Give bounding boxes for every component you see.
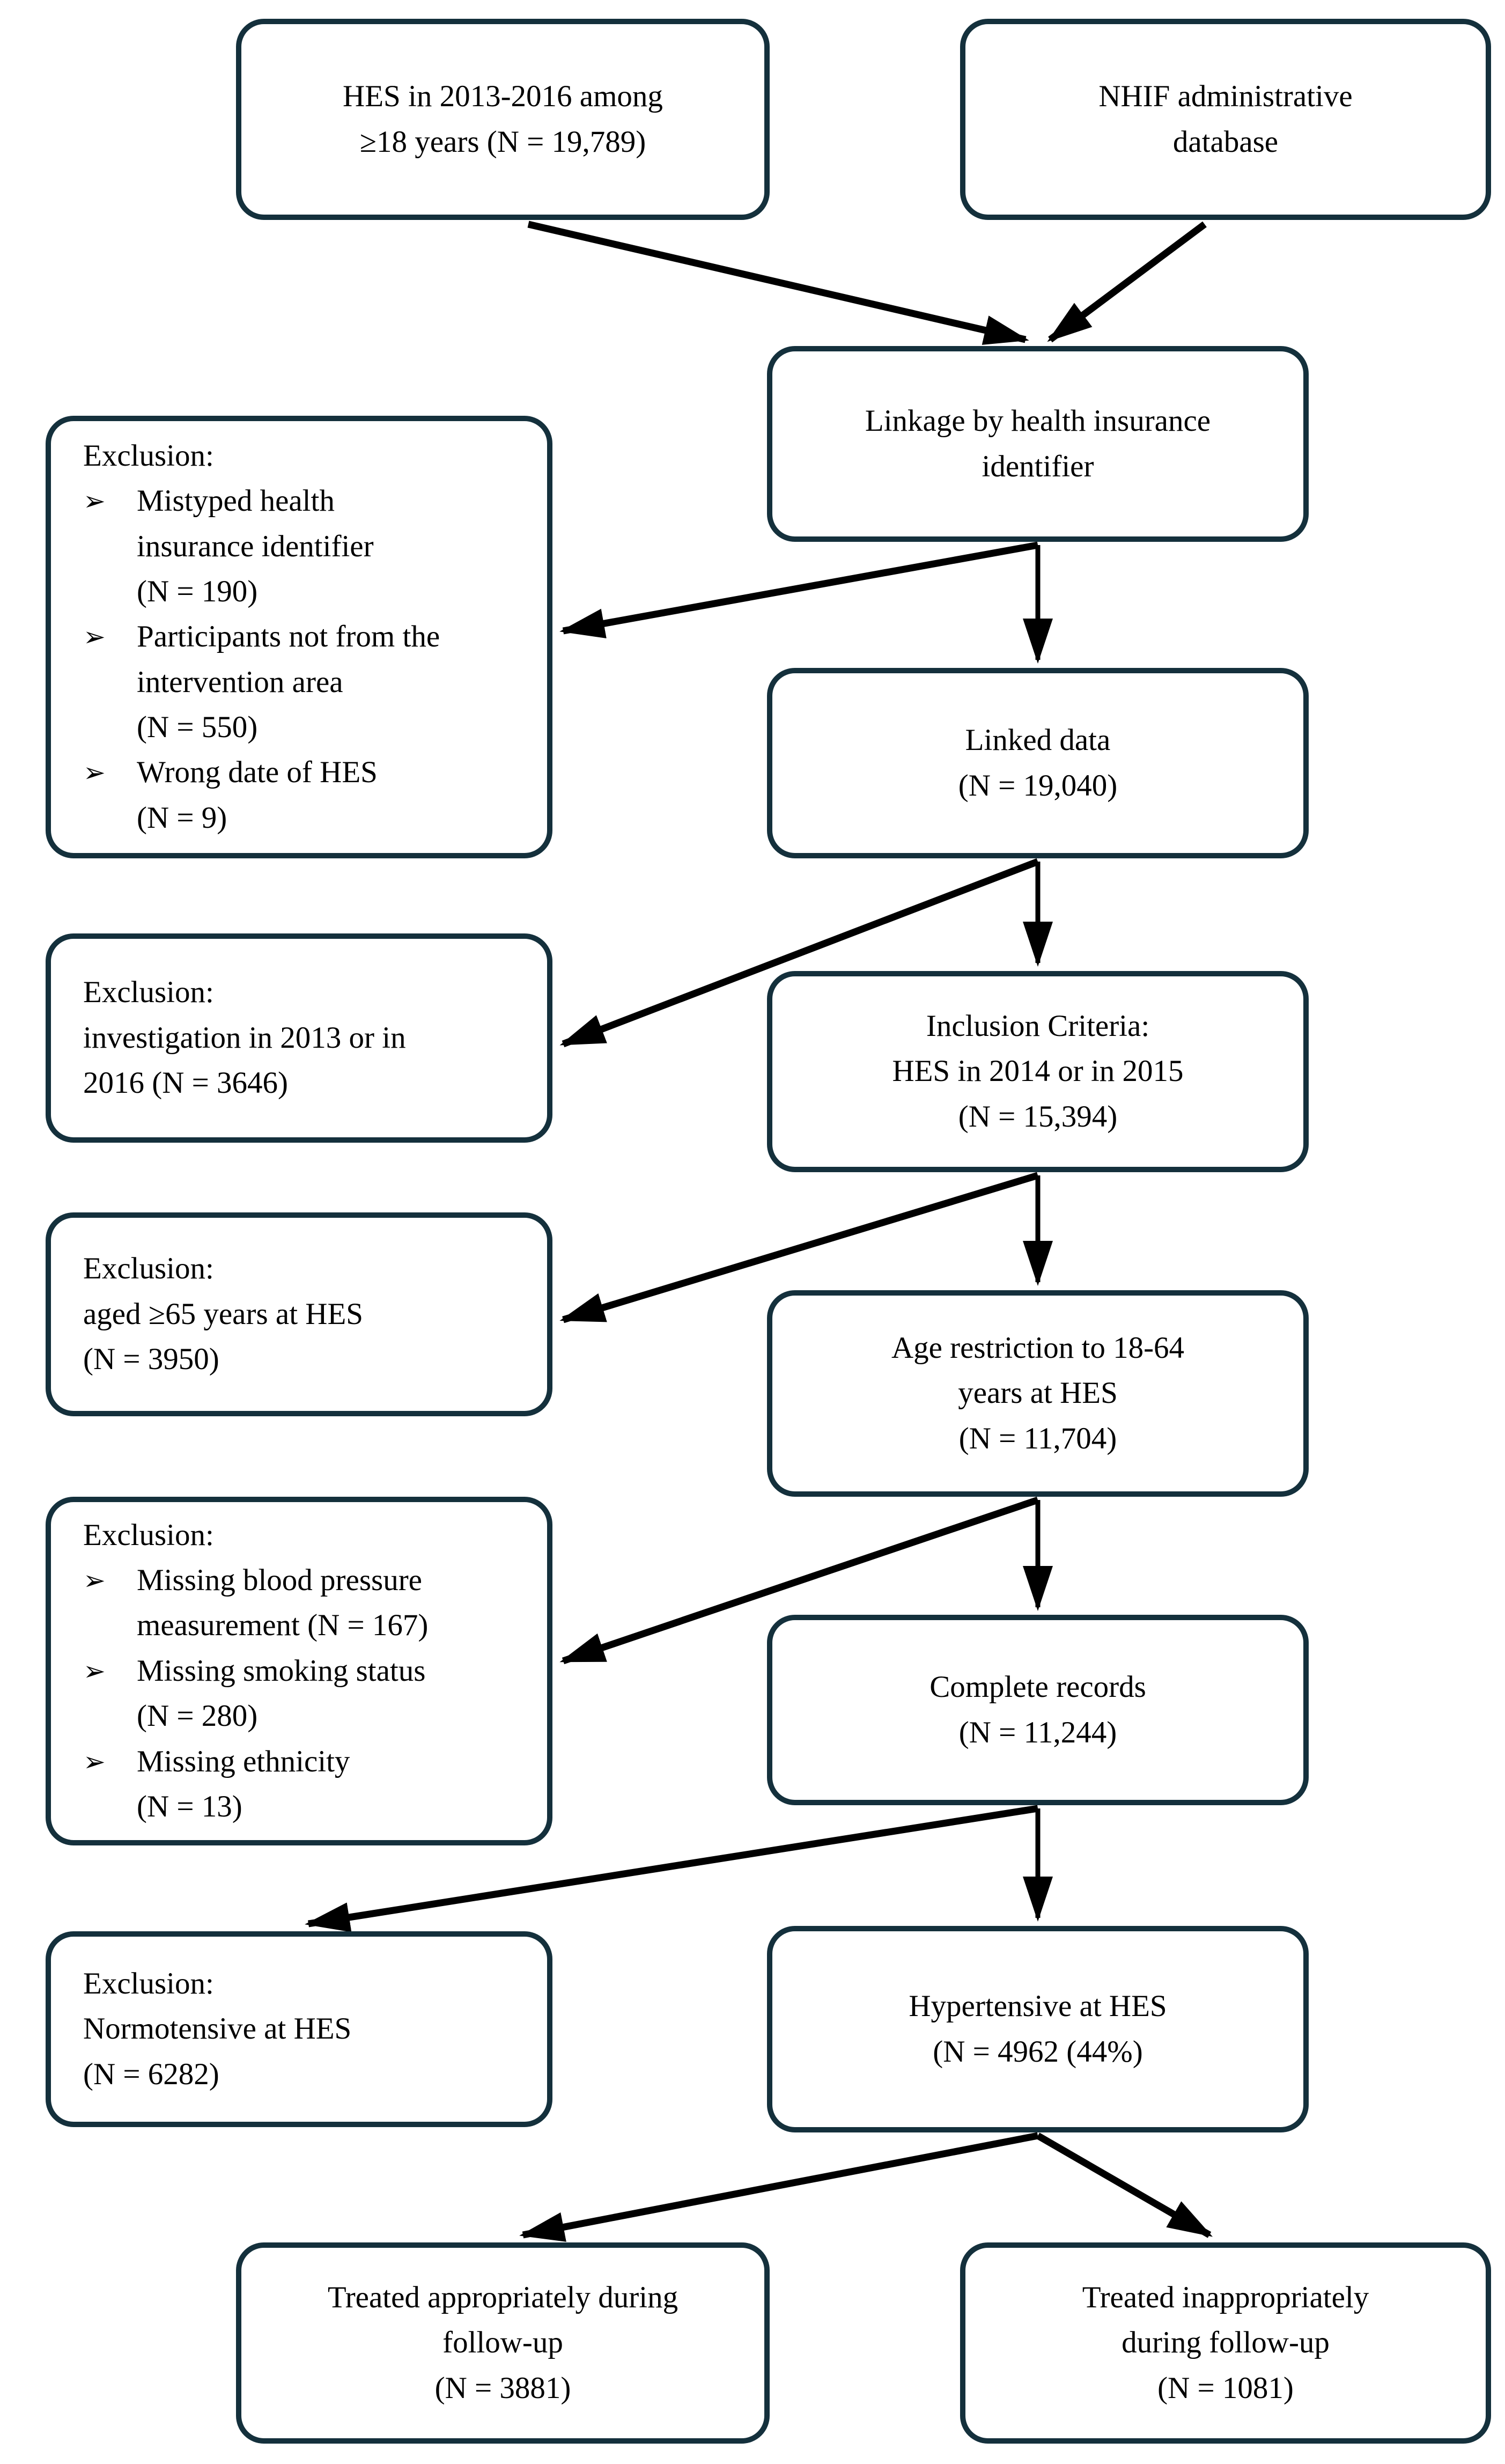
arrow-hes-to-linkage	[527, 220, 1029, 345]
node-nhif-database: NHIF administrative database	[960, 19, 1491, 220]
arrow-hypertensive-to-treated-app	[519, 2132, 1039, 2242]
node-inclusion-criteria-text: Inclusion Criteria: HES in 2014 or in 20…	[892, 1009, 1184, 1134]
exclusion-missing-items: ➢ Missing blood pressure measurement (N …	[83, 1558, 428, 1829]
list-item: ➢ Participants not from the intervention…	[83, 614, 440, 750]
node-treated-inappropriately-text: Treated inappropriately during follow-up…	[1082, 2280, 1369, 2405]
list-item: ➢ Mistyped health insurance identifier (…	[83, 479, 440, 614]
exclusion-linkage-items: ➢ Mistyped health insurance identifier (…	[83, 479, 440, 841]
node-complete-records-text: Complete records (N = 11,244)	[929, 1670, 1146, 1749]
list-arrow-icon: ➢	[83, 1565, 106, 1596]
list-item: ➢ Missing ethnicity (N = 13)	[83, 1739, 428, 1830]
node-exclusion-age: Exclusion: aged ≥65 years at HES (N = 39…	[46, 1212, 552, 1416]
list-arrow-icon: ➢	[83, 757, 106, 788]
node-treated-inappropriately: Treated inappropriately during follow-up…	[960, 2242, 1491, 2444]
node-inclusion-criteria: Inclusion Criteria: HES in 2014 or in 20…	[767, 971, 1309, 1172]
node-complete-records: Complete records (N = 11,244)	[767, 1615, 1309, 1805]
node-exclusion-linkage: Exclusion: ➢ Mistyped health insurance i…	[46, 416, 552, 858]
node-linked-data-text: Linked data (N = 19,040)	[958, 723, 1118, 803]
node-hes-survey: HES in 2013-2016 among ≥18 years (N = 19…	[236, 19, 770, 220]
list-item: ➢ Wrong date of HES (N = 9)	[83, 750, 440, 841]
node-exclusion-normotensive: Exclusion: Normotensive at HES (N = 6282…	[46, 1931, 552, 2127]
list-item: ➢ Missing smoking status (N = 280)	[83, 1649, 428, 1739]
node-treated-appropriately-text: Treated appropriately during follow-up (…	[327, 2280, 678, 2405]
node-hypertensive-text: Hypertensive at HES (N = 4962 (44%)	[909, 1989, 1167, 2069]
list-item-text: Participants not from the intervention a…	[137, 620, 440, 745]
node-age-restriction: Age restriction to 18-64 years at HES (N…	[767, 1290, 1309, 1497]
list-item: ➢ Missing blood pressure measurement (N …	[83, 1558, 428, 1649]
list-item-text: Missing blood pressure measurement (N = …	[137, 1563, 429, 1643]
list-item-text: Mistyped health insurance identifier (N …	[137, 484, 374, 608]
list-item-text: Missing ethnicity (N = 13)	[137, 1744, 350, 1823]
node-age-restriction-text: Age restriction to 18-64 years at HES (N…	[891, 1330, 1185, 1455]
node-exclusion-period: Exclusion: investigation in 2013 or in 2…	[46, 933, 552, 1143]
node-exclusion-missing: Exclusion: ➢ Missing blood pressure meas…	[46, 1497, 552, 1845]
list-arrow-icon: ➢	[83, 486, 106, 517]
list-arrow-icon: ➢	[83, 622, 106, 652]
exclusion-missing-title: Exclusion:	[83, 1518, 214, 1552]
node-hypertensive: Hypertensive at HES (N = 4962 (44%)	[767, 1926, 1309, 2132]
arrow-nhif-to-linkage	[1047, 221, 1207, 343]
node-treated-appropriately: Treated appropriately during follow-up (…	[236, 2242, 770, 2444]
node-exclusion-normotensive-text: Exclusion: Normotensive at HES (N = 6282…	[83, 1966, 352, 2091]
list-arrow-icon: ➢	[83, 1746, 106, 1777]
list-arrow-icon: ➢	[83, 1656, 106, 1686]
node-linkage: Linkage by health insurance identifier	[767, 346, 1309, 542]
arrow-linkage-to-exclusion1	[559, 541, 1039, 638]
node-linked-data: Linked data (N = 19,040)	[767, 668, 1309, 858]
node-exclusion-period-text: Exclusion: investigation in 2013 or in 2…	[83, 975, 406, 1100]
node-hes-survey-text: HES in 2013-2016 among ≥18 years (N = 19…	[343, 79, 663, 159]
arrow-hypertensive-to-treated-inapp	[1036, 2132, 1213, 2238]
node-exclusion-age-text: Exclusion: aged ≥65 years at HES (N = 39…	[83, 1252, 363, 1377]
node-nhif-database-text: NHIF administrative database	[1098, 79, 1353, 159]
exclusion-linkage-title: Exclusion:	[83, 438, 214, 473]
node-linkage-text: Linkage by health insurance identifier	[865, 404, 1211, 483]
list-item-text: Wrong date of HES (N = 9)	[137, 755, 378, 835]
list-item-text: Missing smoking status (N = 280)	[137, 1653, 426, 1733]
